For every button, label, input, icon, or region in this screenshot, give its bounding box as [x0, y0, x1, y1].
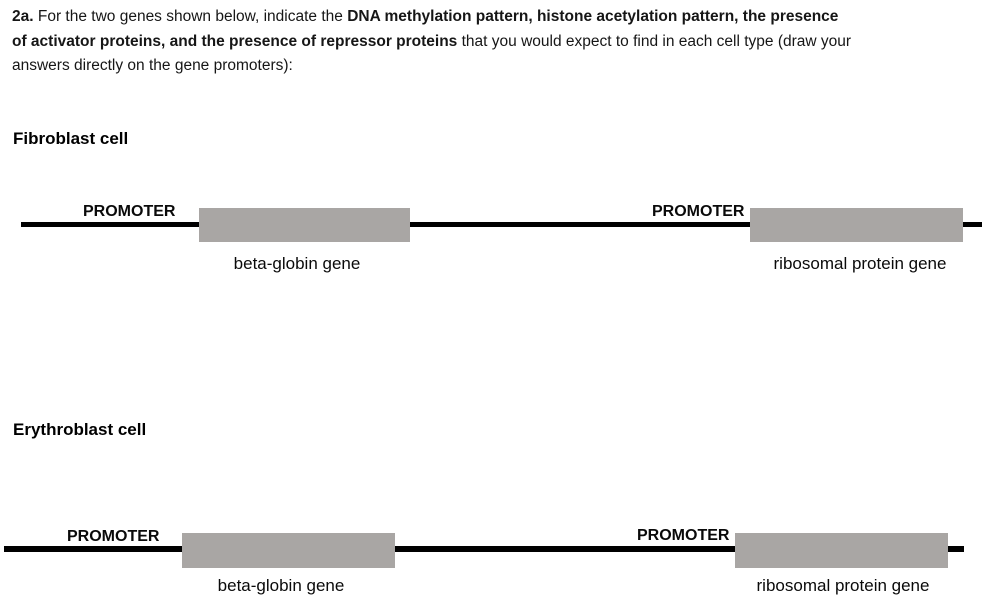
question-line-3: answers directly on the gene promoters): [12, 57, 293, 75]
fibroblast-beta-globin-promoter-label: PROMOTER [83, 203, 176, 220]
fibroblast-beta-globin-gene-box [199, 208, 410, 242]
erythroblast-ribosomal-gene-label: ribosomal protein gene [756, 576, 930, 595]
erythroblast-section-title: Erythroblast cell [13, 420, 147, 439]
erythroblast-ribosomal-promoter-label: PROMOTER [637, 527, 730, 544]
fibroblast-ribosomal-gene-box [750, 208, 963, 242]
fibroblast-beta-globin-gene-label: beta-globin gene [233, 254, 361, 273]
question-line-1: 2a. For the two genes shown below, indic… [12, 8, 839, 25]
fibroblast-ribosomal-promoter-label: PROMOTER [652, 203, 745, 220]
fibroblast-ribosomal-gene-label: ribosomal protein gene [773, 254, 947, 273]
question-text: 2a. For the two genes shown below, indic… [12, 5, 997, 79]
erythroblast-dna-line [4, 546, 964, 552]
erythroblast-beta-globin-gene-box [182, 533, 395, 568]
erythroblast-ribosomal-gene-box [735, 533, 948, 568]
question-line-2: of activator proteins, and the presence … [12, 32, 852, 50]
erythroblast-beta-globin-gene-label: beta-globin gene [217, 576, 345, 595]
fibroblast-dna-line [21, 222, 982, 227]
erythroblast-beta-globin-promoter-label: PROMOTER [67, 528, 160, 545]
fibroblast-section-title: Fibroblast cell [13, 129, 129, 148]
